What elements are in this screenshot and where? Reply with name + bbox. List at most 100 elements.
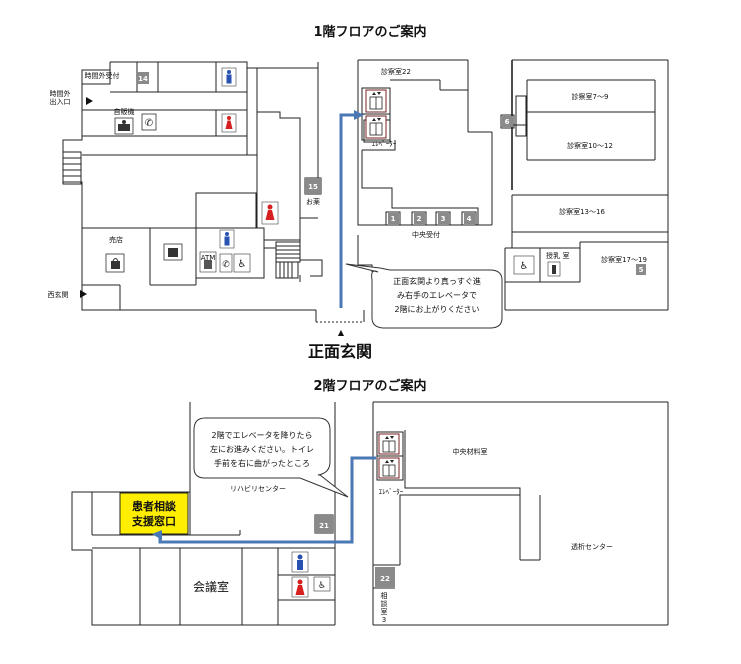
counter-1 — [388, 213, 399, 224]
floor2-labels: リハビリセンター 会議室 中央材料室 透析センター ｴﾚﾍﾞｰﾀｰ 相 談 室 … — [193, 447, 613, 624]
svg-text:14: 14 — [138, 75, 148, 83]
svg-text:✆: ✆ — [222, 260, 230, 270]
badge-22 — [375, 567, 395, 587]
vending-machine-icon — [114, 117, 134, 135]
floor2-route-arrowhead-icon — [152, 530, 162, 540]
stairs-center — [275, 241, 301, 279]
badge-6 — [502, 116, 513, 127]
svg-text:♿: ♿ — [238, 259, 247, 270]
svg-text:時間外受付: 時間外受付 — [85, 71, 120, 80]
male-restroom-icon — [221, 67, 237, 87]
svg-text:自販機: 自販機 — [114, 107, 135, 116]
locker-icon — [163, 243, 183, 261]
elevator-icon — [378, 433, 400, 455]
svg-text:時間外: 時間外 — [50, 89, 71, 98]
svg-text:西玄関: 西玄関 — [48, 290, 69, 299]
svg-text:診察室17～19: 診察室17～19 — [601, 255, 647, 264]
floor1-title: 1階フロアのご案内 — [313, 24, 426, 40]
svg-text:中央受付: 中央受付 — [412, 230, 440, 239]
floor2-badges: 21 22 — [315, 515, 395, 587]
badge-5 — [636, 264, 646, 275]
svg-text:診察室7～9: 診察室7～9 — [572, 92, 609, 101]
male-restroom-icon — [219, 229, 235, 249]
svg-text:ｴﾚﾍﾞｰﾀｰ: ｴﾚﾍﾞｰﾀｰ — [372, 140, 397, 148]
svg-text:透析センター: 透析センター — [571, 542, 613, 551]
night-entrance-arrow-icon — [86, 97, 93, 105]
floor1-callout: 正面玄関より真っすぐ進 み右手のエレベータで 2階にお上がりください — [345, 263, 503, 329]
svg-text:3: 3 — [382, 616, 386, 624]
svg-text:ｴﾚﾍﾞｰﾀｰ: ｴﾚﾍﾞｰﾀｰ — [379, 488, 404, 496]
main-entrance-arrow-icon: ▲ — [338, 328, 345, 337]
badge-21 — [315, 515, 333, 533]
consult-label-2: 支援窓口 — [131, 514, 176, 528]
svg-text:会議室: 会議室 — [193, 579, 229, 594]
phone-icon: ✆ — [219, 253, 233, 273]
svg-text:2: 2 — [417, 215, 422, 223]
svg-text:✆: ✆ — [145, 118, 153, 129]
svg-text:5: 5 — [639, 266, 644, 274]
svg-text:診察室13～16: 診察室13～16 — [559, 207, 605, 216]
counter-4 — [464, 213, 475, 224]
badge-15 — [305, 178, 321, 194]
svg-text:♿: ♿ — [318, 581, 326, 591]
svg-text:出入口: 出入口 — [50, 97, 71, 106]
svg-text:1: 1 — [391, 215, 396, 223]
svg-text:22: 22 — [380, 575, 390, 583]
svg-text:診察室22: 診察室22 — [381, 67, 411, 76]
floor1-labels: 時間外受付 時間外 出入口 自販機 売店 お薬 ATM 西玄関 診察室22 ｴﾚ… — [48, 67, 647, 299]
svg-text:左にお進みください。トイレ: 左にお進みください。トイレ — [210, 444, 314, 454]
svg-text:相: 相 — [381, 591, 388, 600]
phone-icon: ✆ — [141, 113, 157, 131]
atm-icon — [199, 251, 217, 273]
patient-consult-window — [119, 492, 189, 535]
svg-text:み右手のエレベータで: み右手のエレベータで — [397, 290, 477, 300]
floor2-icons: ♿ — [291, 433, 400, 598]
counter-3 — [438, 213, 449, 224]
floor2-plan — [71, 401, 669, 626]
wheelchair-icon: ♿ — [233, 253, 251, 273]
west-entrance-arrow-icon — [80, 290, 87, 298]
elevator-icon — [378, 457, 400, 479]
floor1-route-line — [339, 113, 358, 308]
elevator-icon — [365, 115, 387, 139]
counter-2 — [414, 213, 425, 224]
female-restroom-icon — [291, 576, 309, 598]
female-restroom-icon — [261, 201, 279, 225]
svg-text:売店: 売店 — [109, 235, 123, 244]
floor1-icons: ✆ ✆ ♿ — [80, 67, 561, 298]
badge-14 — [137, 72, 149, 84]
svg-text:授乳: 授乳 — [546, 251, 560, 260]
svg-text:リハビリセンター: リハビリセンター — [230, 484, 286, 493]
floor2-title: 2階フロアのご案内 — [313, 378, 426, 394]
floor1-badges: 14 15 6 5 1 2 3 4 — [137, 72, 646, 275]
elevator-icon — [365, 89, 387, 113]
svg-text:室: 室 — [381, 607, 388, 616]
svg-text:談: 談 — [381, 599, 388, 608]
svg-text:4: 4 — [467, 215, 472, 223]
svg-text:手前を右に曲がったところ: 手前を右に曲がったところ — [214, 458, 310, 468]
svg-text:中央材料室: 中央材料室 — [453, 447, 488, 456]
svg-text:2階にお上がりください: 2階にお上がりください — [394, 304, 479, 314]
svg-text:6: 6 — [505, 118, 510, 126]
floor2-route-line — [158, 456, 376, 544]
svg-text:15: 15 — [308, 183, 318, 191]
wheelchair-icon: ♿ — [313, 576, 331, 592]
shopping-bag-icon — [105, 253, 125, 273]
svg-text:お薬: お薬 — [306, 197, 320, 206]
floor1-route-arrowhead-icon — [354, 110, 364, 120]
main-entrance-label: 正面玄関 — [308, 342, 372, 361]
svg-text:2階でエレベータを降りたら: 2階でエレベータを降りたら — [211, 430, 312, 440]
consult-label-1: 患者相談 — [132, 499, 177, 513]
svg-text:3: 3 — [441, 215, 446, 223]
svg-text:ATM: ATM — [201, 254, 216, 262]
male-restroom-icon — [291, 551, 309, 573]
stairs-left — [62, 151, 82, 185]
wheelchair-icon: ♿ — [513, 255, 535, 275]
floor1-plan — [62, 59, 669, 323]
svg-text:室: 室 — [563, 251, 570, 260]
female-restroom-icon — [221, 113, 237, 133]
svg-text:♿: ♿ — [520, 261, 529, 272]
baby-bottle-icon — [547, 261, 561, 277]
svg-text:正面玄関より真っすぐ進: 正面玄関より真っすぐ進 — [393, 276, 481, 286]
